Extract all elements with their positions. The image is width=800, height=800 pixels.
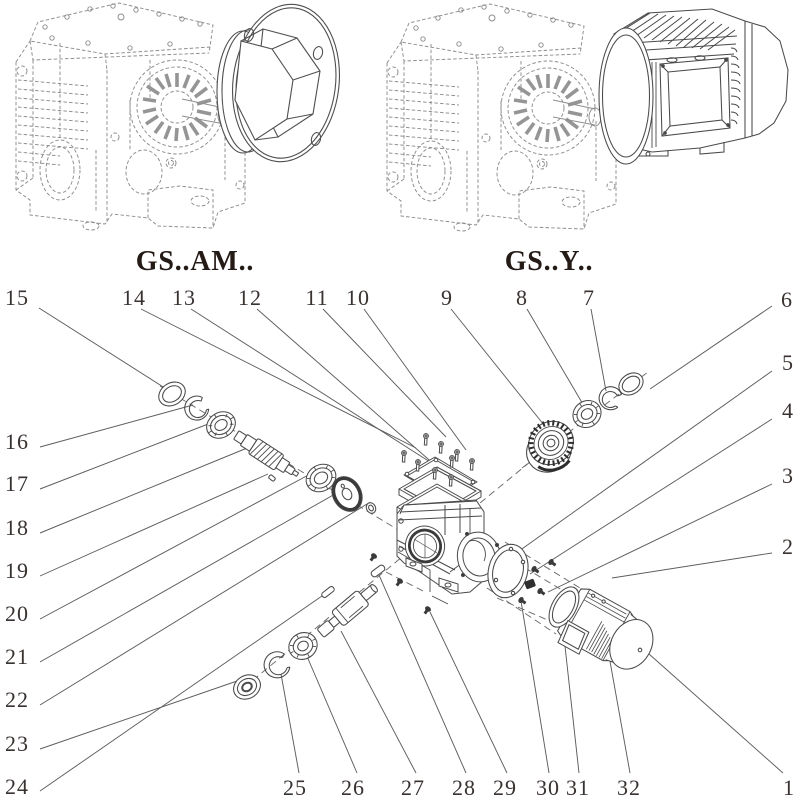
svg-text:4: 4 <box>782 398 794 423</box>
svg-text:9: 9 <box>441 285 453 310</box>
svg-text:21: 21 <box>5 644 29 669</box>
svg-text:2: 2 <box>782 534 794 559</box>
svg-text:29: 29 <box>493 775 517 800</box>
svg-text:8: 8 <box>516 285 528 310</box>
svg-text:20: 20 <box>5 601 29 626</box>
svg-text:32: 32 <box>617 775 641 800</box>
svg-text:27: 27 <box>401 775 425 800</box>
svg-text:6: 6 <box>781 287 793 312</box>
svg-text:10: 10 <box>346 285 370 310</box>
svg-text:15: 15 <box>5 285 29 310</box>
svg-text:11: 11 <box>305 285 328 310</box>
svg-text:17: 17 <box>5 471 29 496</box>
svg-text:7: 7 <box>583 285 595 310</box>
svg-text:25: 25 <box>283 775 307 800</box>
svg-text:13: 13 <box>172 285 196 310</box>
svg-text:19: 19 <box>5 558 29 583</box>
svg-text:14: 14 <box>122 285 146 310</box>
svg-text:18: 18 <box>5 515 29 540</box>
svg-text:GS..AM..: GS..AM.. <box>136 246 254 277</box>
svg-text:3: 3 <box>782 463 794 488</box>
svg-text:1: 1 <box>783 775 795 800</box>
svg-text:24: 24 <box>5 774 29 799</box>
svg-text:31: 31 <box>566 775 590 800</box>
svg-text:26: 26 <box>341 775 365 800</box>
svg-text:5: 5 <box>782 350 794 375</box>
svg-text:22: 22 <box>5 687 29 712</box>
svg-text:GS..Y..: GS..Y.. <box>505 246 594 277</box>
svg-text:12: 12 <box>238 285 262 310</box>
svg-text:23: 23 <box>5 731 29 756</box>
svg-text:30: 30 <box>536 775 560 800</box>
svg-text:16: 16 <box>5 429 29 454</box>
svg-text:28: 28 <box>452 775 476 800</box>
